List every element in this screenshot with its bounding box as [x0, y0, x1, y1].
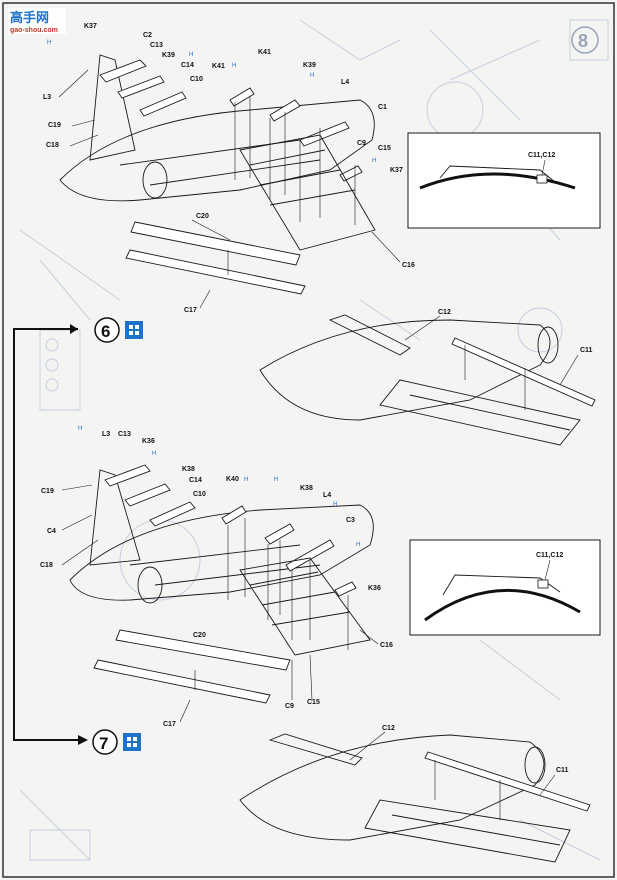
label-C10: C10 — [193, 491, 206, 498]
label-C12: C12 — [382, 725, 395, 732]
step-number: 6 — [101, 322, 110, 341]
h-code-label: H — [232, 63, 236, 69]
label-K38: K38 — [300, 485, 313, 492]
step-marker-icon — [92, 729, 118, 755]
h-code-label: H — [152, 451, 156, 457]
label-C2: C2 — [143, 32, 152, 39]
label-C18: C18 — [46, 142, 59, 149]
label-K41: K41 — [258, 49, 271, 56]
page-number-badge: 8 — [571, 26, 599, 54]
watermark-url: gao-shou.com — [10, 27, 58, 34]
label-C14: C14 — [181, 62, 194, 69]
label-C3: C3 — [346, 517, 355, 524]
final-assembly: C12 C11 — [239, 725, 591, 863]
label-C17: C17 — [163, 721, 176, 728]
label-K39: K39 — [162, 52, 175, 59]
detail-inset-1: C11,C12 — [407, 132, 601, 229]
label-C14: C14 — [189, 477, 202, 484]
watermark-logo: 高手网 gao-shou.com — [8, 8, 66, 34]
label-C13: C13 — [150, 42, 163, 49]
label-C19: C19 — [41, 488, 54, 495]
label-C20: C20 — [193, 632, 206, 639]
detail-label: C11,C12 — [528, 152, 555, 159]
h-code-label: H — [189, 52, 193, 58]
page-number: 8 — [578, 31, 588, 51]
label-K41: K41 — [212, 63, 225, 70]
watermark-title: 高手网 — [10, 10, 49, 26]
label-C20: C20 — [196, 213, 209, 220]
flow-arrow-icon — [13, 324, 88, 745]
h-code-label: H — [356, 542, 360, 548]
h-code-label: H — [244, 477, 248, 483]
bottom-assembly: H L3 C13 K36 H K38 C14 C10 C19 C4 C18 K4… — [40, 426, 393, 728]
label-C15: C15 — [307, 699, 320, 706]
label-C13: C13 — [118, 431, 131, 438]
label-C4: C4 — [47, 528, 56, 535]
detail-label: C11,C12 — [536, 552, 563, 559]
label-C16: C16 — [380, 642, 393, 649]
label-C12: C12 — [438, 309, 451, 316]
label-K38: K38 — [182, 466, 195, 473]
label-K36: K36 — [368, 585, 381, 592]
label-C1: C1 — [378, 104, 387, 111]
label-C9: C9 — [285, 703, 294, 710]
label-K40: K40 — [226, 476, 239, 483]
label-K37: K37 — [390, 167, 403, 174]
label-C19: C19 — [48, 122, 61, 129]
step-6-marker: 6 — [94, 317, 143, 343]
label-C10: C10 — [190, 76, 203, 83]
label-C16: C16 — [402, 262, 415, 269]
top-assembly: K37 H C2 C13 K39 H C14 C10 K41 K41 H K39… — [43, 23, 415, 314]
label-C15: C15 — [378, 145, 391, 152]
middle-assembly: C12 C11 — [259, 309, 596, 446]
label-K37: K37 — [84, 23, 97, 30]
label-K36: K36 — [142, 438, 155, 445]
step-marker-icon — [94, 317, 120, 343]
sub-assembly-icon — [123, 733, 141, 751]
sub-assembly-icon — [125, 321, 143, 339]
h-code-label: H — [78, 426, 82, 432]
detail-inset-2: C11,C12 — [409, 539, 601, 636]
label-C9: C9 — [357, 140, 366, 147]
label-L4: L4 — [323, 492, 331, 499]
label-K39: K39 — [303, 62, 316, 69]
h-code-label: H — [333, 502, 337, 508]
h-code-label: H — [372, 158, 376, 164]
step-number: 7 — [99, 734, 108, 753]
label-L3: L3 — [43, 94, 51, 101]
step-7-marker: 7 — [92, 729, 141, 755]
label-L3: L3 — [102, 431, 110, 438]
label-C18: C18 — [40, 562, 53, 569]
h-code-label: H — [310, 73, 314, 79]
label-L4: L4 — [341, 79, 349, 86]
h-code-label: H — [47, 40, 51, 46]
ghost-background — [19, 19, 609, 861]
label-C11: C11 — [556, 767, 569, 774]
label-C17: C17 — [184, 307, 197, 314]
h-code-label: H — [274, 477, 278, 483]
label-C11: C11 — [580, 347, 593, 354]
